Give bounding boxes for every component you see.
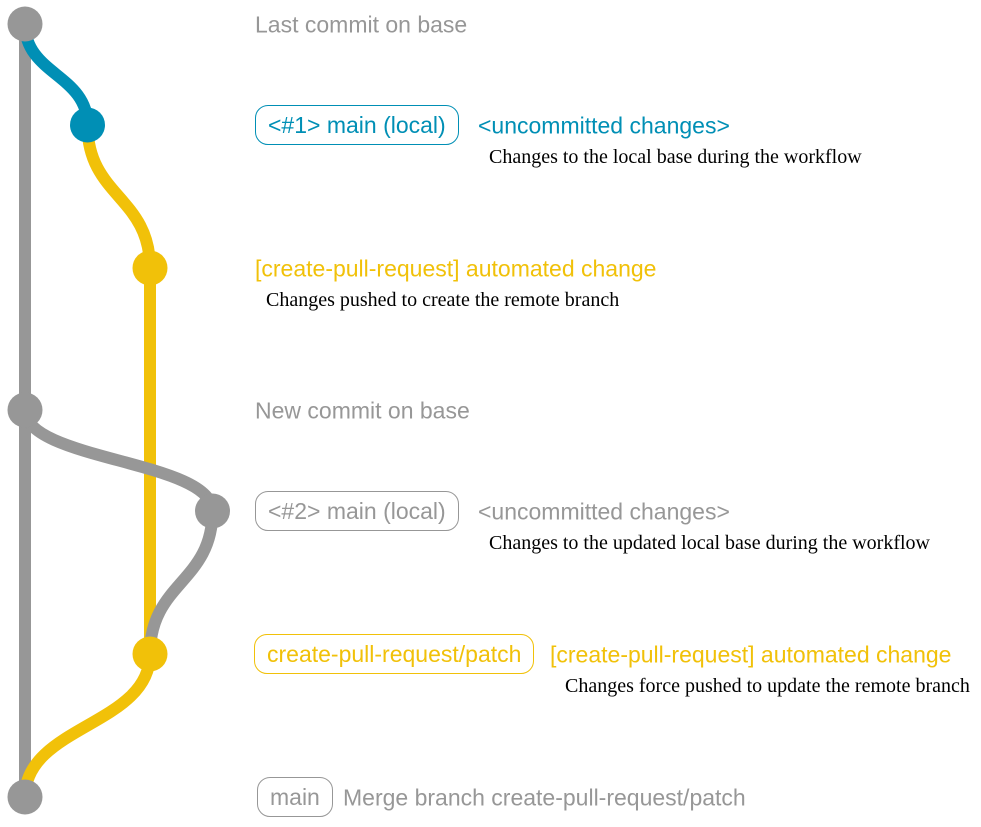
commit-dot-base-new — [7, 392, 43, 428]
commit-dot-base-last — [7, 6, 43, 42]
commit-subject: <uncommitted changes> — [478, 498, 730, 525]
commit-body: Changes to the local base during the wor… — [489, 146, 862, 168]
commit-subject: [create-pull-request] automated change — [255, 255, 657, 282]
commit-body: Changes pushed to create the remote bran… — [266, 289, 620, 311]
commit-subject: [create-pull-request] automated change — [550, 641, 952, 668]
branch-label-badge: main — [257, 777, 333, 817]
commit-body: Changes to the updated local base during… — [489, 532, 930, 554]
branch-label-badge: create-pull-request/patch — [254, 634, 535, 674]
commit-dot-uncommitted-2 — [195, 493, 230, 529]
commit-subject: Last commit on base — [255, 11, 468, 38]
branch-label-badge: <#1> main (local) — [255, 105, 459, 145]
commit-dot-automated-2 — [132, 636, 168, 672]
commit-subject: Merge branch create-pull-request/patch — [343, 784, 746, 811]
branch-label-badge: <#2> main (local) — [255, 491, 459, 531]
commit-dot-merge — [7, 779, 43, 815]
commit-dot-automated-1 — [132, 250, 168, 286]
commit-dot-uncommitted-1 — [70, 107, 105, 143]
commit-body: Changes force pushed to update the remot… — [565, 675, 970, 697]
commit-subject: <uncommitted changes> — [478, 112, 730, 139]
commit-subject: New commit on base — [255, 397, 470, 424]
